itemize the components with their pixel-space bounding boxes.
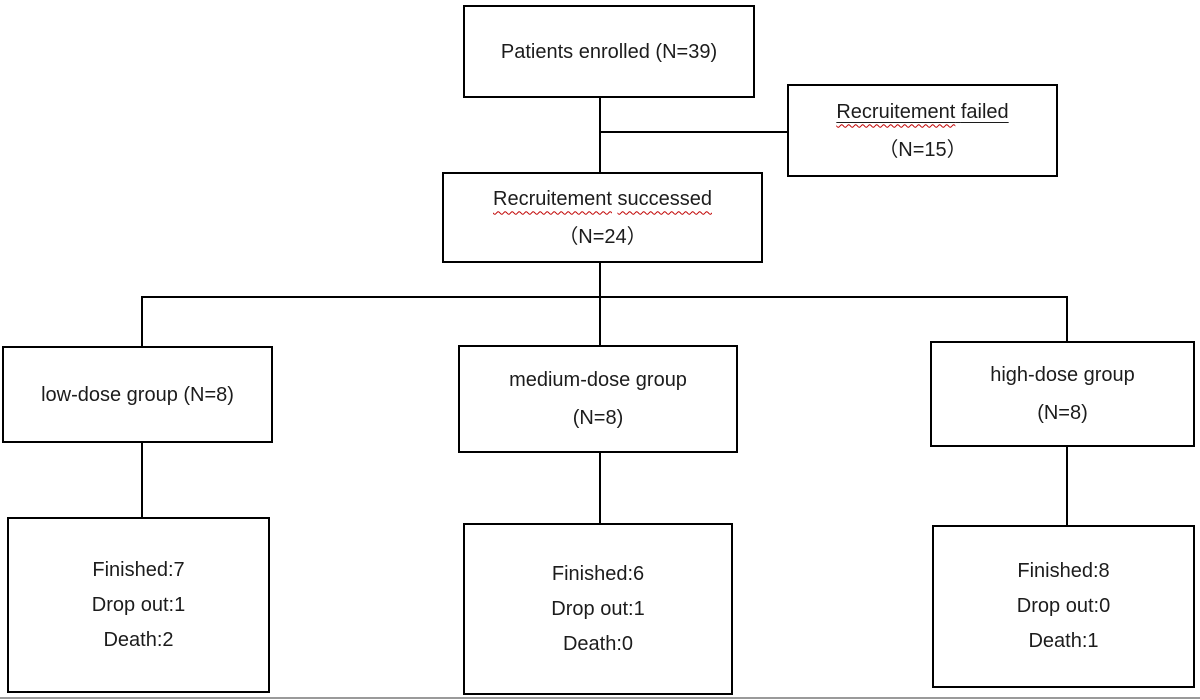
box-low-dose-group: low-dose group (N=8) bbox=[2, 346, 273, 443]
outcome-low-dropout: Drop out:1 bbox=[91, 593, 186, 616]
box-outcome-high: Finished:8 Drop out:0 Death:1 bbox=[932, 525, 1195, 688]
outcome-low-death: Death:2 bbox=[103, 628, 174, 651]
box-medium-dose-group: medium-dose group (N=8) bbox=[458, 345, 738, 453]
box-outcome-medium: Finished:6 Drop out:1 Death:0 bbox=[463, 523, 733, 695]
patients-enrolled-label: Patients enrolled (N=39) bbox=[500, 40, 718, 63]
connector-branch-to-failed bbox=[600, 131, 787, 133]
medium-dose-group-count: (N=8) bbox=[572, 407, 624, 429]
outcome-low-finished: Finished:7 bbox=[92, 558, 185, 581]
outcome-medium-dropout: Drop out:1 bbox=[551, 597, 645, 620]
box-high-dose-group: high-dose group (N=8) bbox=[930, 341, 1195, 447]
connector-split-to-medium bbox=[599, 296, 601, 347]
image-bottom-edge bbox=[0, 697, 1200, 699]
outcome-high-dropout: Drop out:0 bbox=[1016, 595, 1111, 617]
box-outcome-low: Finished:7 Drop out:1 Death:2 bbox=[7, 517, 270, 693]
box-patients-enrolled: Patients enrolled (N=39) bbox=[463, 5, 755, 98]
recruitment-failed-count: （N=15） bbox=[878, 138, 967, 161]
connector-high-to-outcome bbox=[1066, 446, 1068, 526]
connector-medium-to-outcome bbox=[599, 452, 601, 525]
high-dose-group-label: high-dose group bbox=[990, 364, 1135, 386]
outcome-medium-finished: Finished:6 bbox=[551, 562, 645, 585]
medium-dose-group-label: medium-dose group bbox=[509, 369, 687, 391]
outcome-high-death: Death:1 bbox=[1028, 630, 1099, 652]
recruitment-failed-label: Recruitement failed bbox=[836, 100, 1009, 123]
recruitment-successed-label: Recruitement successed bbox=[493, 187, 712, 210]
outcome-high-finished: Finished:8 bbox=[1017, 560, 1110, 582]
connector-split-horizontal bbox=[141, 296, 1068, 298]
low-dose-group-label: low-dose group (N=8) bbox=[41, 383, 234, 406]
connector-low-to-outcome bbox=[141, 443, 143, 519]
high-dose-group-count: (N=8) bbox=[1037, 402, 1088, 424]
box-recruitment-successed: Recruitement successed （N=24） bbox=[442, 172, 763, 263]
recruitment-successed-count: （N=24） bbox=[558, 225, 647, 248]
connector-successed-to-split bbox=[599, 263, 601, 298]
outcome-medium-death: Death:0 bbox=[562, 632, 634, 655]
connector-split-to-low bbox=[141, 296, 143, 348]
connector-split-to-high bbox=[1066, 296, 1068, 343]
connector-enrolled-to-successed bbox=[599, 98, 601, 174]
box-recruitment-failed: Recruitement failed （N=15） bbox=[787, 84, 1058, 177]
